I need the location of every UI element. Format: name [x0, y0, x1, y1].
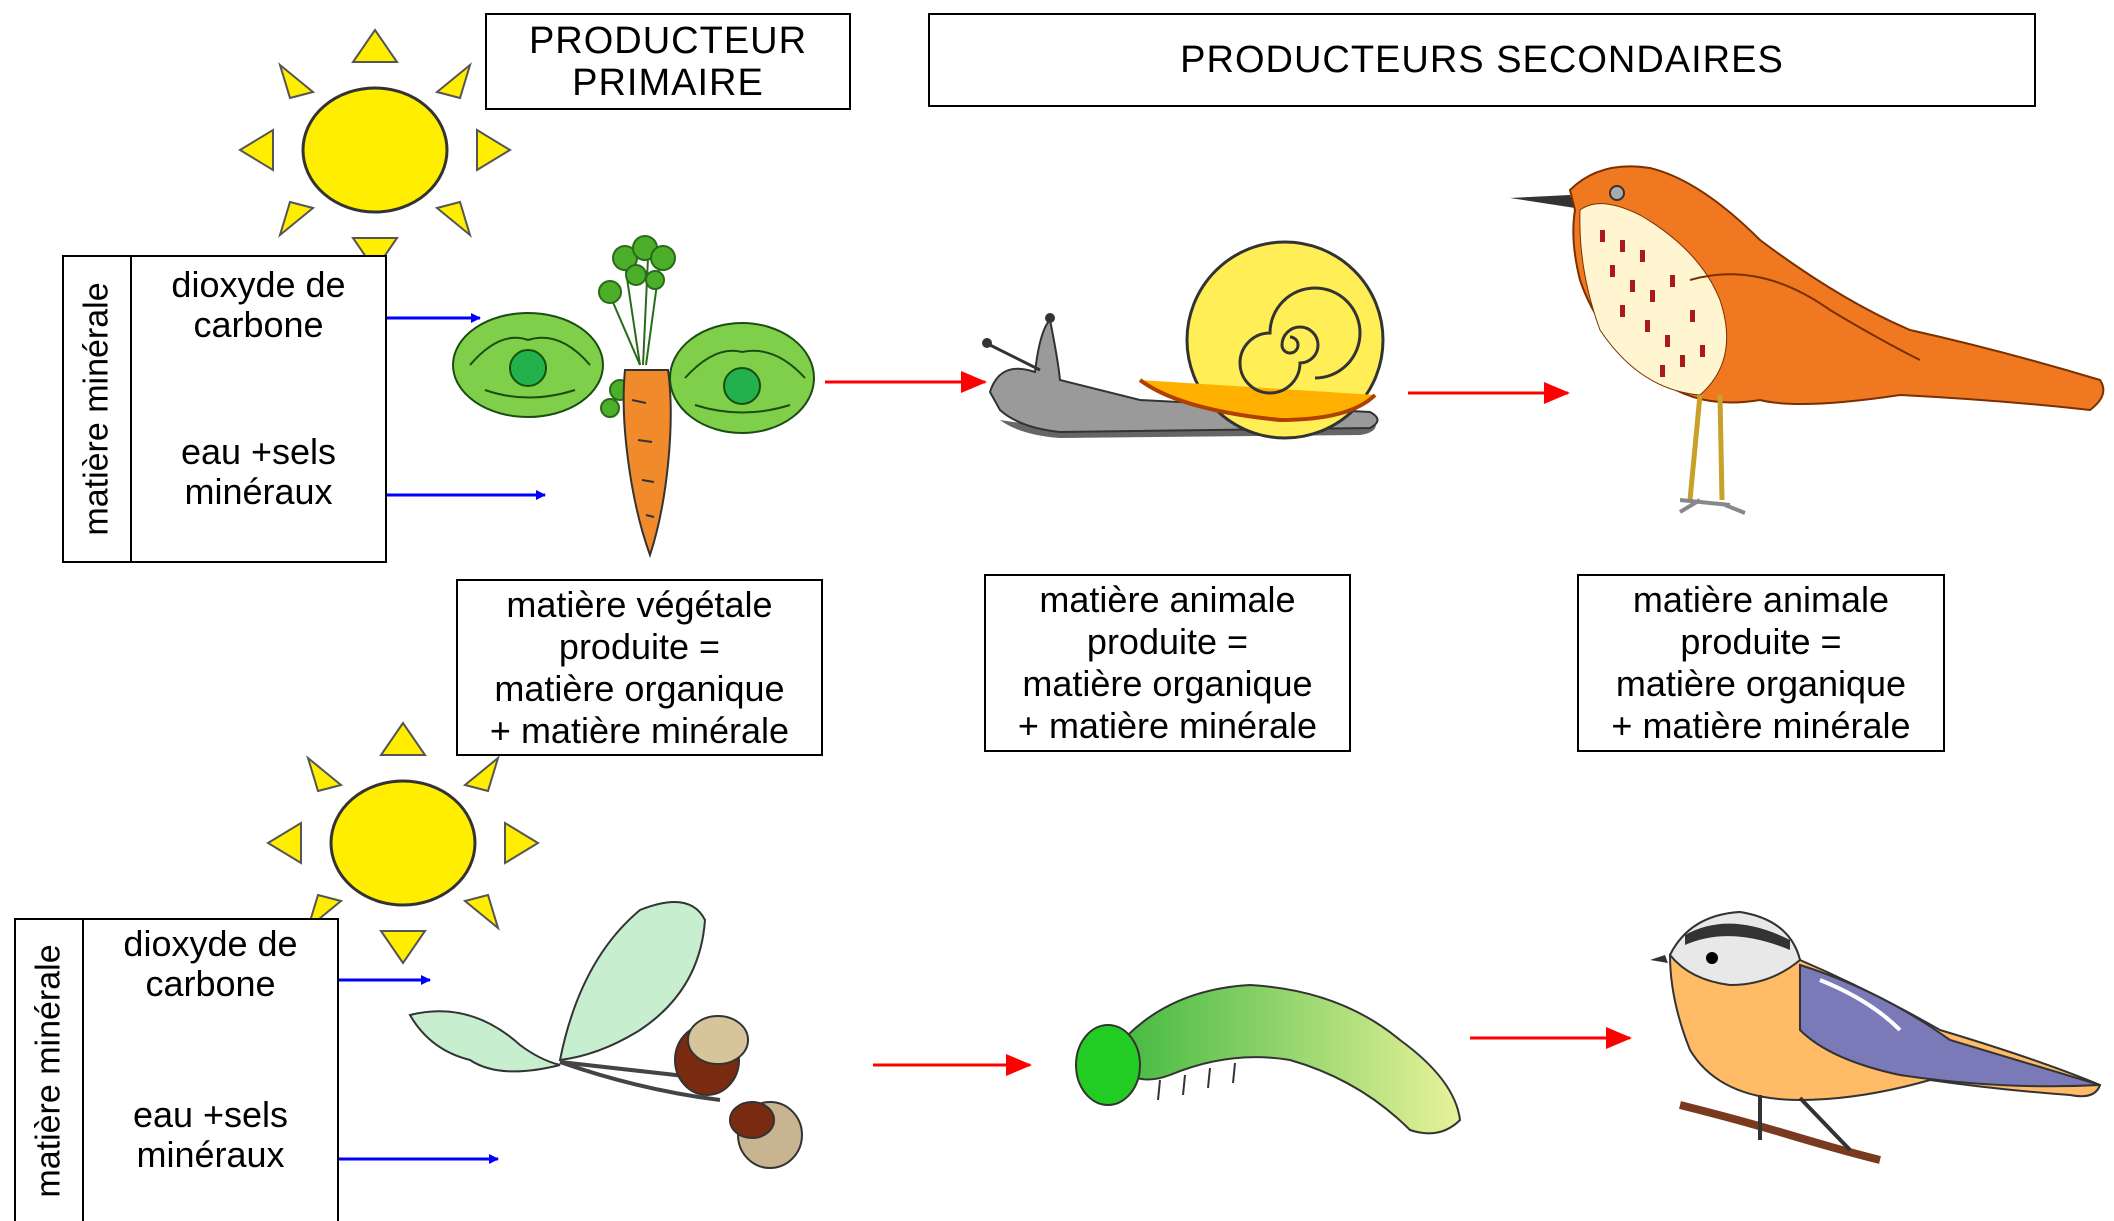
tit-bird-icon [1650, 912, 2100, 1160]
co2-label: dioxyde de carbone [84, 924, 337, 1004]
secondary-producers-header: PRODUCTEURS SECONDAIRES [928, 13, 2036, 107]
mineral-vertical-label-cell: matière minérale [16, 920, 84, 1221]
mineral-vertical-label: matière minérale [30, 944, 69, 1197]
snail-icon [982, 242, 1383, 438]
snail-matter-caption: matière animale produite = matière organ… [984, 574, 1351, 752]
co2-label: dioxyde de carbone [132, 265, 385, 345]
water-salts-label: eau +sels minéraux [84, 1095, 337, 1175]
oak-leaf-acorn-icon [410, 902, 802, 1168]
water-salts-label: eau +sels minéraux [132, 432, 385, 512]
caterpillar-icon [1076, 985, 1460, 1133]
mineral-items-cell: dioxyde de carbone eau +sels minéraux [132, 257, 385, 561]
thrush-matter-caption: matière animale produite = matière organ… [1577, 574, 1945, 752]
lettuce-carrot-icon [453, 236, 814, 555]
primary-producer-header: PRODUCTEUR PRIMAIRE [485, 13, 851, 110]
plant-matter-caption: matière végétale produite = matière orga… [456, 579, 823, 756]
mineral-inputs-box: matière minérale dioxyde de carbone eau … [62, 255, 387, 563]
mineral-inputs-box: matière minérale dioxyde de carbone eau … [14, 918, 339, 1221]
mineral-vertical-label-cell: matière minérale [64, 257, 132, 561]
mineral-vertical-label: matière minérale [78, 282, 117, 535]
mineral-items-cell: dioxyde de carbone eau +sels minéraux [84, 920, 337, 1221]
sun-icon [240, 30, 510, 270]
thrush-icon [1510, 166, 2103, 513]
